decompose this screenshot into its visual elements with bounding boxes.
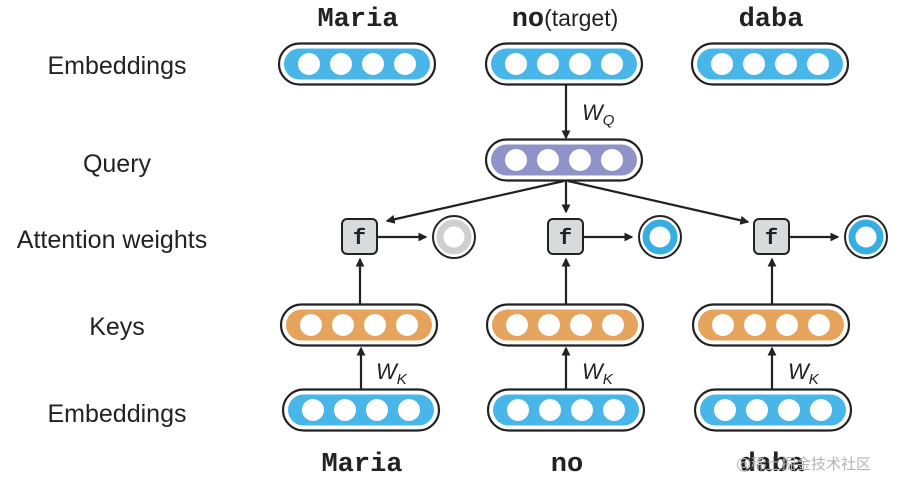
wk-label-daba: WK: [788, 359, 820, 388]
bottom-embedding-no: [486, 388, 646, 432]
score-function-maria: f: [341, 218, 378, 255]
f-label: f: [765, 226, 778, 251]
arrow-query-to-f1: [385, 179, 565, 224]
row-label-embeddings-bottom: Embeddings: [48, 400, 187, 428]
key-vector-daba: [691, 303, 851, 347]
row-label-attention-weights: Attention weights: [17, 226, 207, 254]
vector-fill: [697, 48, 843, 80]
vector-component-dot: [569, 53, 591, 75]
vector-component-dot: [507, 399, 529, 421]
score-function-daba: f: [753, 218, 790, 255]
vector-component-dot: [537, 53, 559, 75]
vector-component-dot: [712, 314, 734, 336]
top-word-target-suffix: (target): [544, 5, 618, 31]
vector-fill: [288, 394, 434, 426]
bottom-word-daba: daba: [740, 450, 805, 480]
wk-label-no: WK: [582, 359, 614, 388]
vector-component-dot: [506, 314, 528, 336]
attention-weight-no: [638, 215, 682, 259]
top-embedding-daba: [690, 42, 850, 86]
vector-component-dot: [366, 399, 388, 421]
query-vector: [484, 138, 644, 182]
vector-component-dot: [571, 399, 593, 421]
vector-component-dot: [776, 314, 798, 336]
key-vector-maria: [279, 303, 439, 347]
vector-component-dot: [602, 314, 624, 336]
vector-component-dot: [302, 399, 324, 421]
vector-fill: [491, 48, 637, 80]
vector-component-dot: [744, 314, 766, 336]
vector-component-dot: [569, 149, 591, 171]
vector-component-dot: [396, 314, 418, 336]
top-word-maria: Maria: [317, 5, 398, 35]
bottom-embedding-daba: [693, 388, 853, 432]
vector-component-dot: [714, 399, 736, 421]
vector-fill: [700, 394, 846, 426]
top-word-daba: daba: [739, 5, 804, 35]
vector-component-dot: [775, 53, 797, 75]
vector-component-dot: [746, 399, 768, 421]
vector-component-dot: [364, 314, 386, 336]
wk-label-maria: WK: [376, 359, 408, 388]
vector-component-dot: [601, 53, 623, 75]
top-embedding-maria: [277, 42, 437, 86]
vector-fill: [286, 309, 432, 341]
top-word-no-target: no(target): [512, 5, 619, 35]
vector-component-dot: [539, 399, 561, 421]
watermark: @稀土掘金技术社区: [736, 455, 871, 473]
vector-component-dot: [398, 399, 420, 421]
arrow-query-to-f3: [567, 179, 750, 225]
vector-fill: [493, 394, 639, 426]
top-embedding-no: [484, 42, 644, 86]
vector-component-dot: [537, 149, 559, 171]
vector-fill: [284, 48, 430, 80]
vector-component-dot: [505, 149, 527, 171]
vector-component-dot: [603, 399, 625, 421]
vector-component-dot: [807, 53, 829, 75]
bottom-word-no: no: [551, 450, 583, 480]
vector-component-dot: [362, 53, 384, 75]
vector-component-dot: [601, 149, 623, 171]
attention-weight-maria: [432, 215, 476, 259]
key-vector-no: [485, 303, 645, 347]
row-label-query: Query: [83, 150, 152, 178]
vector-component-dot: [298, 53, 320, 75]
row-label-keys: Keys: [89, 313, 145, 341]
vector-component-dot: [570, 314, 592, 336]
vector-component-dot: [538, 314, 560, 336]
row-label-embeddings-top: Embeddings: [48, 52, 187, 80]
vector-component-dot: [810, 399, 832, 421]
top-word-no: no: [512, 5, 544, 35]
vector-component-dot: [334, 399, 356, 421]
vector-component-dot: [300, 314, 322, 336]
vector-component-dot: [505, 53, 527, 75]
score-function-no: f: [547, 218, 584, 255]
vector-component-dot: [808, 314, 830, 336]
vector-component-dot: [394, 53, 416, 75]
attention-weight-daba: [844, 215, 888, 259]
vector-component-dot: [743, 53, 765, 75]
f-label: f: [559, 226, 572, 251]
vector-component-dot: [332, 314, 354, 336]
bottom-word-maria: Maria: [321, 450, 402, 480]
wq-label: WQ: [582, 100, 615, 129]
bottom-embedding-maria: [281, 388, 441, 432]
f-label: f: [353, 226, 366, 251]
vector-component-dot: [330, 53, 352, 75]
vector-fill: [698, 309, 844, 341]
vector-component-dot: [778, 399, 800, 421]
vector-fill: [491, 144, 637, 176]
vector-fill: [492, 309, 638, 341]
vector-component-dot: [711, 53, 733, 75]
